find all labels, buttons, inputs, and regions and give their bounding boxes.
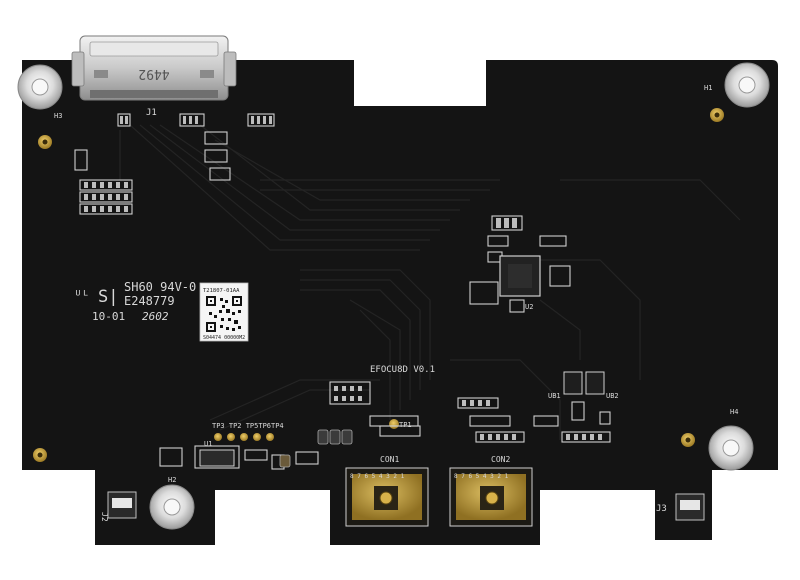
- ul-code: 2602: [142, 310, 169, 323]
- qr-label-bottom: S04474 00000M2: [203, 335, 245, 341]
- silk-j3: J3: [656, 504, 667, 514]
- ul-line2: E248779: [124, 294, 175, 308]
- silk-con1: CON1: [380, 455, 399, 464]
- connector-con1: [345, 467, 429, 527]
- chip-u1: U1: [199, 440, 235, 467]
- silk-u1: U1: [204, 440, 212, 448]
- mounting-hole-h2: [149, 484, 195, 530]
- silk-ub2: UB2: [606, 392, 619, 400]
- qr-label-top: T21807-01AA: [203, 288, 240, 294]
- silk-h2: H2: [168, 476, 176, 484]
- ul-marking: ᵁᴸ S| SH60 94V-0 E248779 10-01 2602: [74, 280, 196, 323]
- connector-j3: J3: [656, 493, 705, 521]
- silk-j1: J1: [146, 108, 157, 118]
- pcb-traces: [119, 124, 741, 440]
- mounting-hole-h1: [724, 62, 770, 108]
- silk-ub1: UB1: [548, 392, 561, 400]
- chip-ub1: UB1: [548, 371, 583, 400]
- silk-h4: H4: [730, 408, 738, 416]
- silk-h1: H1: [704, 84, 712, 92]
- silk-h3: H3: [54, 112, 62, 120]
- silk-con2-pins: 8 7 6 5 4 3 2 1: [454, 473, 509, 480]
- ul-line1: SH60 94V-0: [124, 280, 196, 294]
- silk-con2: CON2: [491, 455, 510, 464]
- chip-u2: U2: [499, 255, 541, 311]
- ul-logo-mark-icon: S|: [98, 287, 118, 307]
- mounting-hole-h3: [17, 64, 63, 110]
- connector-j2: J2: [100, 491, 137, 522]
- gold-via-pads: [33, 108, 724, 462]
- capacitors: [279, 429, 353, 468]
- mounting-hole-h4: [708, 425, 754, 471]
- ul-logo-icon: ᵁᴸ: [74, 289, 90, 304]
- pcb-board: [22, 60, 778, 545]
- silk-tp1: TP1: [399, 421, 412, 429]
- ul-date: 10-01: [92, 310, 125, 323]
- connector-j1-marking: 4492: [138, 66, 169, 81]
- chip-ub2: UB2: [585, 371, 619, 400]
- silk-j2: J2: [100, 512, 109, 522]
- silk-con1-pins: 8 7 6 5 4 3 2 1: [350, 473, 405, 480]
- qr-code-icon: [206, 296, 242, 332]
- connector-con2: [449, 467, 533, 527]
- component-footprints: [74, 113, 611, 470]
- smd-pads: [84, 116, 602, 440]
- qr-label: T21807-01AA S04474 00000M2: [199, 282, 249, 342]
- silk-tp-row: TP3 TP2 TP5TP6TP4: [212, 422, 284, 430]
- silk-u2: U2: [525, 303, 533, 311]
- silk-board-name: EFOCU8D V0.1: [370, 365, 435, 375]
- connector-j1: 4492: [71, 35, 237, 101]
